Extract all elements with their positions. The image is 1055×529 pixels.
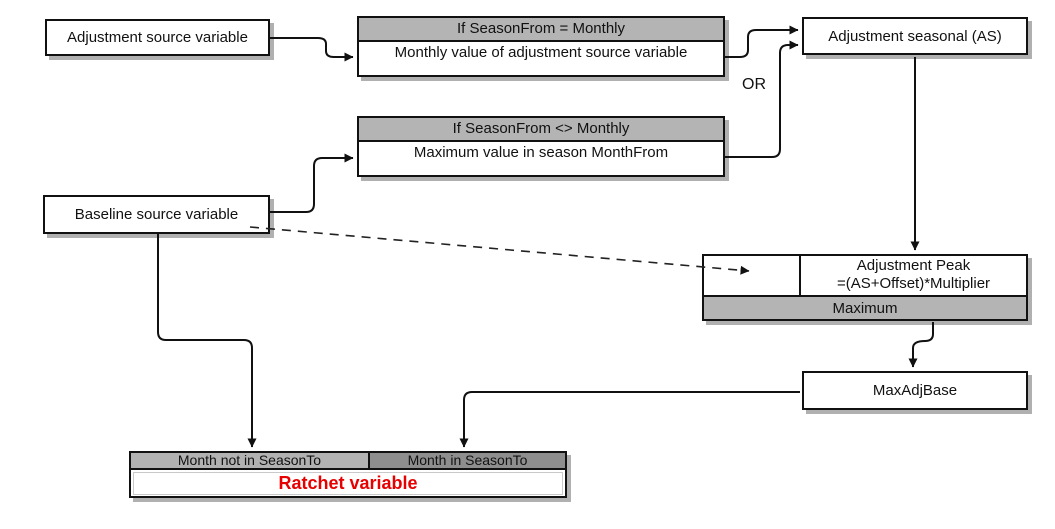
or-junction-label: OR [742, 76, 766, 93]
arrow-adjsource-to-monthly [268, 37, 354, 62]
season-rule-header: If SeasonFrom <> Monthly [359, 118, 723, 142]
ratchet-variable-label: Ratchet variable [133, 471, 563, 495]
ratchet-variable-box: Month not in SeasonTo Month in SeasonTo … [129, 451, 567, 498]
adjustment-peak-title: Adjustment Peak [856, 257, 971, 274]
adjustment-seasonal-box: Adjustment seasonal (AS) [802, 17, 1028, 55]
arrow-season-to-as [725, 40, 799, 158]
season-rule-box: If SeasonFrom <> Monthly Maximum value i… [357, 116, 725, 177]
adjustment-peak-maximum-row: Maximum [704, 295, 1026, 319]
adjustment-peak-box: Adjustment Peak =(AS+Offset)*Multiplier … [702, 254, 1028, 321]
adjustment-seasonal-label: Adjustment seasonal (AS) [828, 27, 1002, 45]
season-rule-body: Maximum value in season MonthFrom [413, 144, 669, 161]
month-not-in-seasonto-header: Month not in SeasonTo [131, 452, 370, 468]
adjustment-peak-empty-cell [704, 256, 801, 295]
arrow-monthly-to-as [725, 25, 799, 58]
arrow-maxadjbase-to-ratchet [459, 391, 800, 448]
monthly-rule-box: If SeasonFrom = Monthly Monthly value of… [357, 16, 725, 77]
ratchet-header-row: Month not in SeasonTo Month in SeasonTo [131, 452, 565, 470]
adjustment-peak-top-row: Adjustment Peak =(AS+Offset)*Multiplier [704, 256, 1026, 295]
monthly-rule-header: If SeasonFrom = Monthly [359, 18, 723, 42]
maxadjbase-box: MaxAdjBase [802, 371, 1028, 410]
adjustment-source-variable-box: Adjustment source variable [45, 19, 270, 56]
adjustment-peak-main-cell: Adjustment Peak =(AS+Offset)*Multiplier [801, 256, 1026, 295]
maxadjbase-label: MaxAdjBase [872, 382, 958, 399]
ratchet-body: Ratchet variable [131, 470, 565, 497]
arrow-baseline-to-peak-dashed [249, 226, 750, 275]
arrow-baseline-to-ratchet [157, 234, 257, 448]
month-in-seasonto-header: Month in SeasonTo [370, 452, 565, 468]
adjustment-source-variable-label: Adjustment source variable [67, 29, 248, 46]
monthly-rule-body: Monthly value of adjustment source varia… [394, 44, 688, 61]
adjustment-peak-formula: =(AS+Offset)*Multiplier [836, 275, 991, 292]
baseline-source-variable-label: Baseline source variable [74, 206, 239, 223]
arrow-maximum-to-maxadjbase [908, 322, 934, 368]
arrow-baseline-to-season [268, 153, 354, 213]
baseline-source-variable-box: Baseline source variable [43, 195, 270, 234]
